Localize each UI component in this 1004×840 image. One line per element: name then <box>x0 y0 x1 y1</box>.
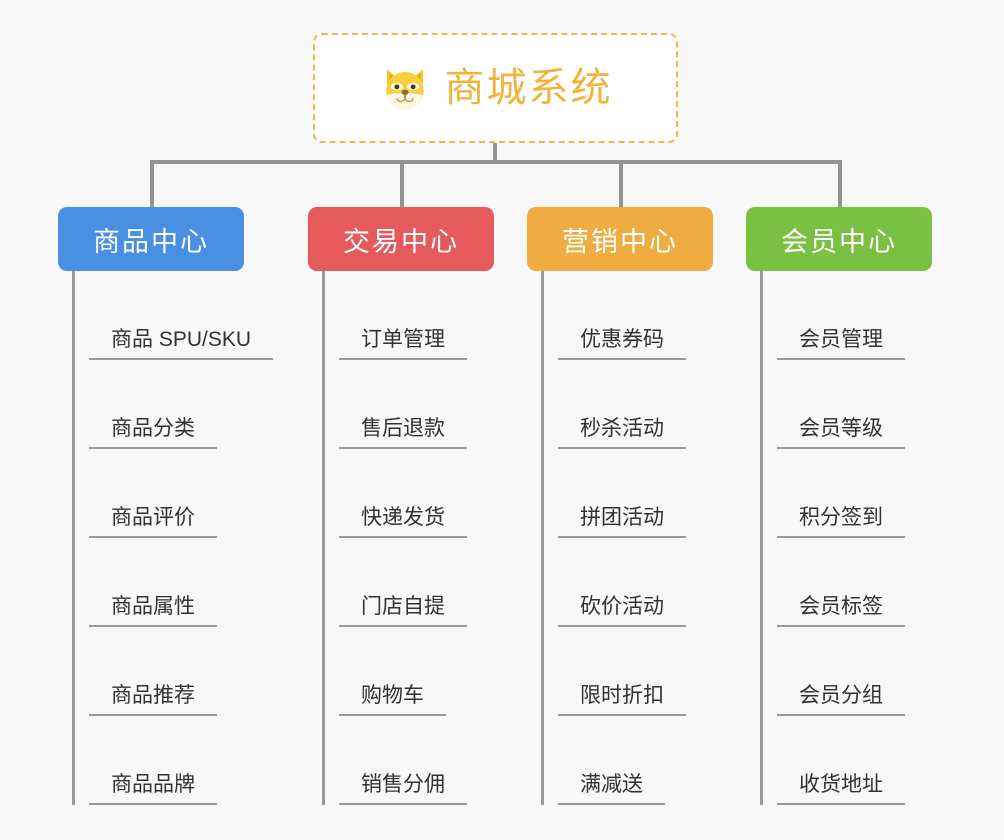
list-item[interactable]: 会员标签 <box>777 538 932 627</box>
list-item[interactable]: 商品分类 <box>89 360 244 449</box>
list-item[interactable]: 会员管理 <box>777 271 932 360</box>
connector-drop-1 <box>400 160 404 207</box>
leaf-label: 会员等级 <box>777 417 905 449</box>
leaf-label: 限时折扣 <box>558 684 686 716</box>
connector-root-stem <box>493 143 497 164</box>
leaf-label: 满减送 <box>558 773 665 805</box>
leaf-label: 商品推荐 <box>89 684 217 716</box>
leaf-list-member-center: 会员管理 会员等级 积分签到 会员标签 会员分组 收货地址 <box>760 271 932 805</box>
connector-bus <box>150 160 840 164</box>
list-item[interactable]: 会员分组 <box>777 627 932 716</box>
leaf-label: 会员管理 <box>777 328 905 360</box>
category-card-member-center[interactable]: 会员中心 <box>746 207 932 271</box>
list-item[interactable]: 会员等级 <box>777 360 932 449</box>
leaf-label: 秒杀活动 <box>558 417 686 449</box>
leaf-label: 门店自提 <box>339 595 467 627</box>
list-item[interactable]: 限时折扣 <box>558 627 713 716</box>
category-title: 交易中心 <box>343 226 459 257</box>
leaf-label: 订单管理 <box>339 328 467 360</box>
leaf-label: 优惠券码 <box>558 328 686 360</box>
leaf-label: 积分签到 <box>777 506 905 538</box>
list-item[interactable]: 售后退款 <box>339 360 494 449</box>
list-item[interactable]: 秒杀活动 <box>558 360 713 449</box>
list-item[interactable]: 积分签到 <box>777 449 932 538</box>
list-item[interactable]: 拼团活动 <box>558 449 713 538</box>
leaf-list-trade-center: 订单管理 售后退款 快递发货 门店自提 购物车 销售分佣 <box>322 271 494 805</box>
leaf-label: 商品分类 <box>89 417 217 449</box>
list-item[interactable]: 快递发货 <box>339 449 494 538</box>
list-item[interactable]: 商品属性 <box>89 538 244 627</box>
leaf-list-marketing-center: 优惠券码 秒杀活动 拼团活动 砍价活动 限时折扣 满减送 <box>541 271 713 805</box>
leaf-label: 快递发货 <box>339 506 467 538</box>
list-item[interactable]: 商品评价 <box>89 449 244 538</box>
branch-trade-center: 交易中心 订单管理 售后退款 快递发货 门店自提 购物车 销售分佣 <box>308 207 494 805</box>
connector-drop-2 <box>619 160 623 207</box>
leaf-label: 商品属性 <box>89 595 217 627</box>
leaf-label: 收货地址 <box>777 773 905 805</box>
leaf-label: 商品品牌 <box>89 773 217 805</box>
list-item[interactable]: 购物车 <box>339 627 494 716</box>
dog-face-icon <box>385 69 424 110</box>
list-item[interactable]: 商品品牌 <box>89 716 244 805</box>
leaf-label: 砍价活动 <box>558 595 686 627</box>
connector-drop-3 <box>838 160 842 207</box>
list-item[interactable]: 优惠券码 <box>558 271 713 360</box>
branch-marketing-center: 营销中心 优惠券码 秒杀活动 拼团活动 砍价活动 限时折扣 满减送 <box>527 207 713 805</box>
list-item[interactable]: 销售分佣 <box>339 716 494 805</box>
branch-member-center: 会员中心 会员管理 会员等级 积分签到 会员标签 会员分组 收货地址 <box>746 207 932 805</box>
connector-drop-0 <box>150 160 154 207</box>
category-title: 营销中心 <box>562 226 678 257</box>
category-title: 商品中心 <box>93 226 209 257</box>
leaf-list-product-center: 商品 SPU/SKU 商品分类 商品评价 商品属性 商品推荐 商品品牌 <box>72 271 274 805</box>
branch-product-center: 商品中心 商品 SPU/SKU 商品分类 商品评价 商品属性 商品推荐 商品品牌 <box>58 207 274 805</box>
root-title: 商城系统 <box>444 66 613 110</box>
leaf-label: 商品 SPU/SKU <box>89 328 274 360</box>
list-item[interactable]: 商品 SPU/SKU <box>89 271 274 360</box>
list-item[interactable]: 订单管理 <box>339 271 494 360</box>
list-item[interactable]: 商品推荐 <box>89 627 244 716</box>
leaf-label: 购物车 <box>339 684 446 716</box>
leaf-label: 拼团活动 <box>558 506 686 538</box>
category-card-marketing-center[interactable]: 营销中心 <box>527 207 713 271</box>
list-item[interactable]: 砍价活动 <box>558 538 713 627</box>
leaf-label: 会员分组 <box>777 684 905 716</box>
leaf-label: 售后退款 <box>339 417 467 449</box>
list-item[interactable]: 门店自提 <box>339 538 494 627</box>
list-item[interactable]: 满减送 <box>558 716 713 805</box>
leaf-label: 商品评价 <box>89 506 217 538</box>
leaf-label: 销售分佣 <box>339 773 467 805</box>
category-card-trade-center[interactable]: 交易中心 <box>308 207 494 271</box>
category-card-product-center[interactable]: 商品中心 <box>58 207 244 271</box>
category-title: 会员中心 <box>781 226 897 257</box>
list-item[interactable]: 收货地址 <box>777 716 932 805</box>
root-node[interactable]: 商城系统 <box>313 33 678 143</box>
leaf-label: 会员标签 <box>777 595 905 627</box>
